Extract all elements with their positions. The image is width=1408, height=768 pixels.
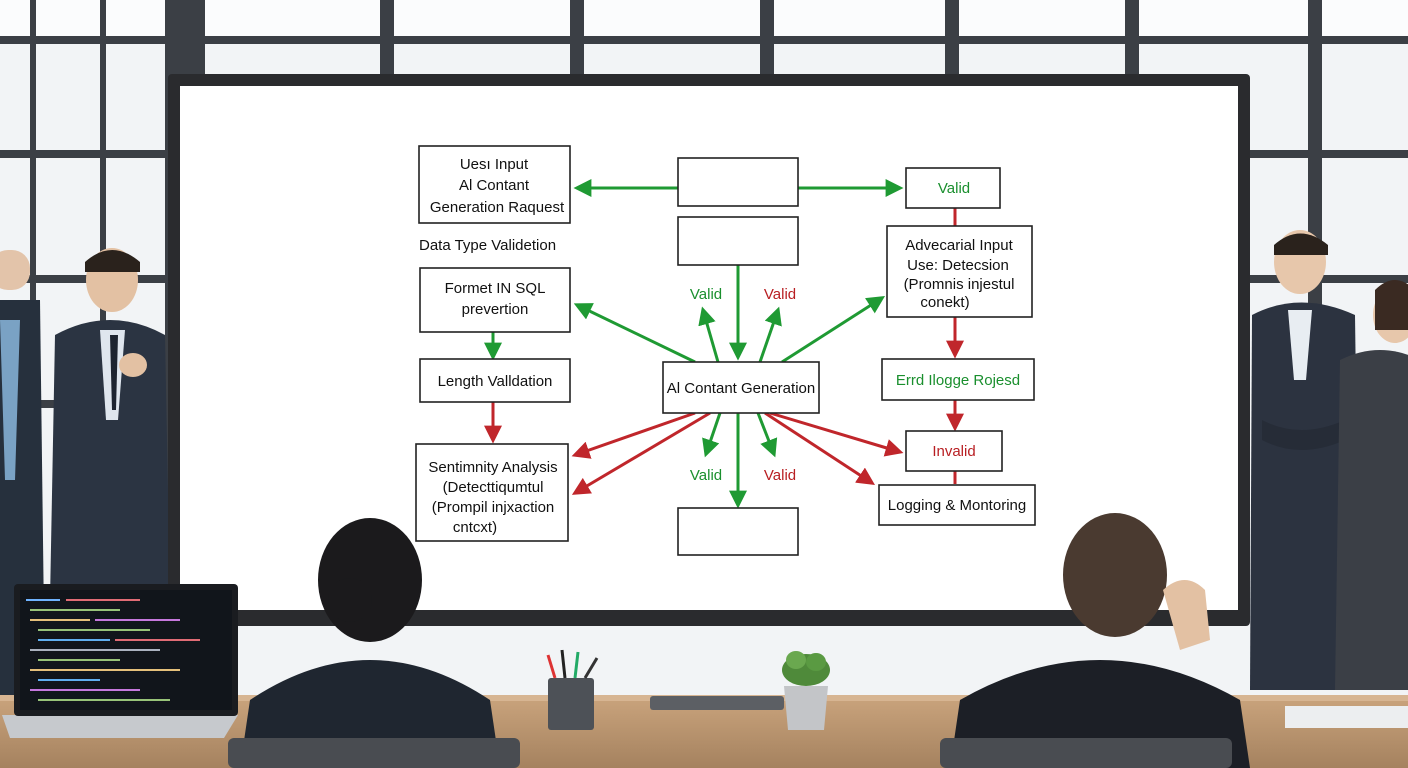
chair-right <box>940 738 1232 768</box>
laptop-code-lines <box>26 599 200 701</box>
format-line-2: prevertion <box>462 301 529 318</box>
sentiment-box <box>415 443 569 542</box>
invalid-box <box>905 430 1003 472</box>
arrow-center-to-sentiment-upper <box>571 411 696 459</box>
adversarial-line-4: conekt) <box>920 294 969 311</box>
adversarial-line-3: (Promnis injestul <box>904 276 1015 293</box>
arrow-center-down-right <box>756 412 778 458</box>
person-right-edge <box>1335 280 1408 690</box>
notebook-right <box>1285 706 1408 728</box>
arrow-center-down-left <box>702 412 722 458</box>
device-on-desk <box>650 696 784 710</box>
adversarial-line-2: Use: Detecsion <box>907 257 1009 274</box>
diagram-boxes <box>415 145 1036 556</box>
length-line-1: Length Valldation <box>438 373 553 390</box>
diagram-arrows <box>484 179 964 509</box>
user-input-line-1: Uesı Input <box>460 156 529 173</box>
valid-top-box <box>905 167 1001 209</box>
chair-left <box>228 738 520 768</box>
person-right-standing <box>1250 230 1360 690</box>
arrow-center-to-logging <box>764 411 876 485</box>
diagram-text: Uesı Input Al Contant Generation Raquest… <box>419 156 1026 536</box>
arrow-center-to-format <box>573 303 696 364</box>
error-box-label: Errd Ilogge Rojesd <box>896 372 1020 389</box>
person-left-standing <box>50 248 170 600</box>
sentiment-line-3: (Prompil injxaction <box>432 499 555 516</box>
arrow-center-to-invalid <box>769 411 904 457</box>
adversarial-line-1: Advecarial Input <box>905 237 1013 254</box>
arrow-center-to-sentiment-lower <box>571 411 711 495</box>
valid-label-upper-left: Valid <box>690 286 722 303</box>
arrow-center-up-right <box>758 306 782 363</box>
error-box <box>881 358 1035 401</box>
center-box <box>662 361 820 414</box>
sentiment-line-1: Sentimnity Analysis <box>428 459 557 476</box>
pen-holder <box>546 649 599 730</box>
sentiment-line-4: cntcxt) <box>453 519 497 536</box>
logging-box-label: Logging & Montoring <box>888 497 1026 514</box>
sentiment-line-2: (Detecttiqumtul <box>443 479 544 496</box>
valid-label-lower-right: Valid <box>764 467 796 484</box>
valid-top-label: Valid <box>938 180 970 197</box>
top-empty-box <box>677 157 799 207</box>
logging-box <box>878 484 1036 526</box>
arrow-center-to-adversarial <box>781 296 886 364</box>
user-input-line-3: Generation Raquest <box>430 199 565 216</box>
adversarial-box <box>886 225 1033 318</box>
user-input-line-2: Al Contant <box>459 177 530 194</box>
user-input-box <box>418 145 571 224</box>
laptop <box>2 584 238 738</box>
invalid-box-label: Invalid <box>932 443 975 460</box>
data-type-label: Data Type Validetion <box>419 237 556 254</box>
potted-plant <box>782 651 830 730</box>
bottom-empty-box <box>677 507 799 556</box>
second-empty-box <box>677 216 799 266</box>
valid-label-upper-right: Valid <box>764 286 796 303</box>
length-box <box>419 358 571 403</box>
arrow-center-up-left <box>698 306 720 363</box>
format-line-1: Formet IN SQL <box>445 280 546 297</box>
format-box <box>419 267 571 333</box>
valid-label-lower-left: Valid <box>690 467 722 484</box>
center-box-label: Al Contant Generation <box>667 380 815 397</box>
